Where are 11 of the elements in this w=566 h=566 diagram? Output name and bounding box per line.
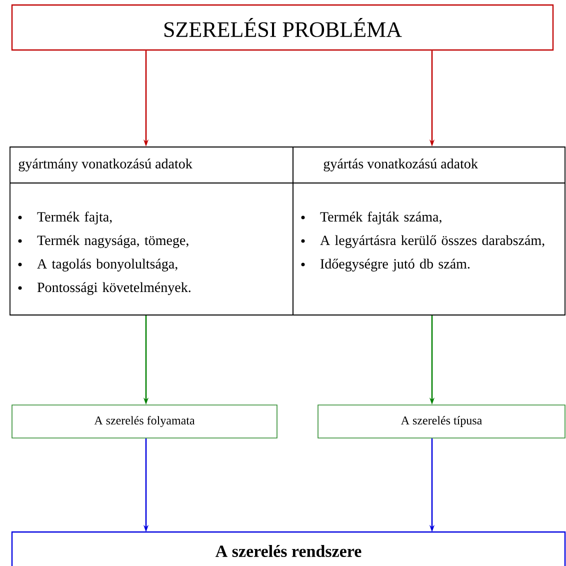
bullet-item: Pontossági követelmények. — [18, 282, 190, 295]
bullet-item: A tagolás bonyolultsága, — [18, 258, 178, 272]
bullet-item: Termék fajta, — [18, 212, 112, 224]
bullet-item: Termék fajták száma, — [301, 212, 442, 224]
system-box: A szerelés rendszere — [11, 531, 566, 566]
title-box: SZERELÉSI PROBLÉMA — [11, 4, 554, 51]
bullet-item: Termék nagysága, tömege, — [18, 235, 188, 248]
process-box: A szerelés típusa — [318, 404, 566, 438]
process-box: A szerelés folyamata — [12, 404, 278, 438]
bullet-item: A legyártásra kerülő összes darabszám, — [301, 235, 544, 248]
bullet-item: Időegységre jutó db szám. — [301, 258, 470, 272]
